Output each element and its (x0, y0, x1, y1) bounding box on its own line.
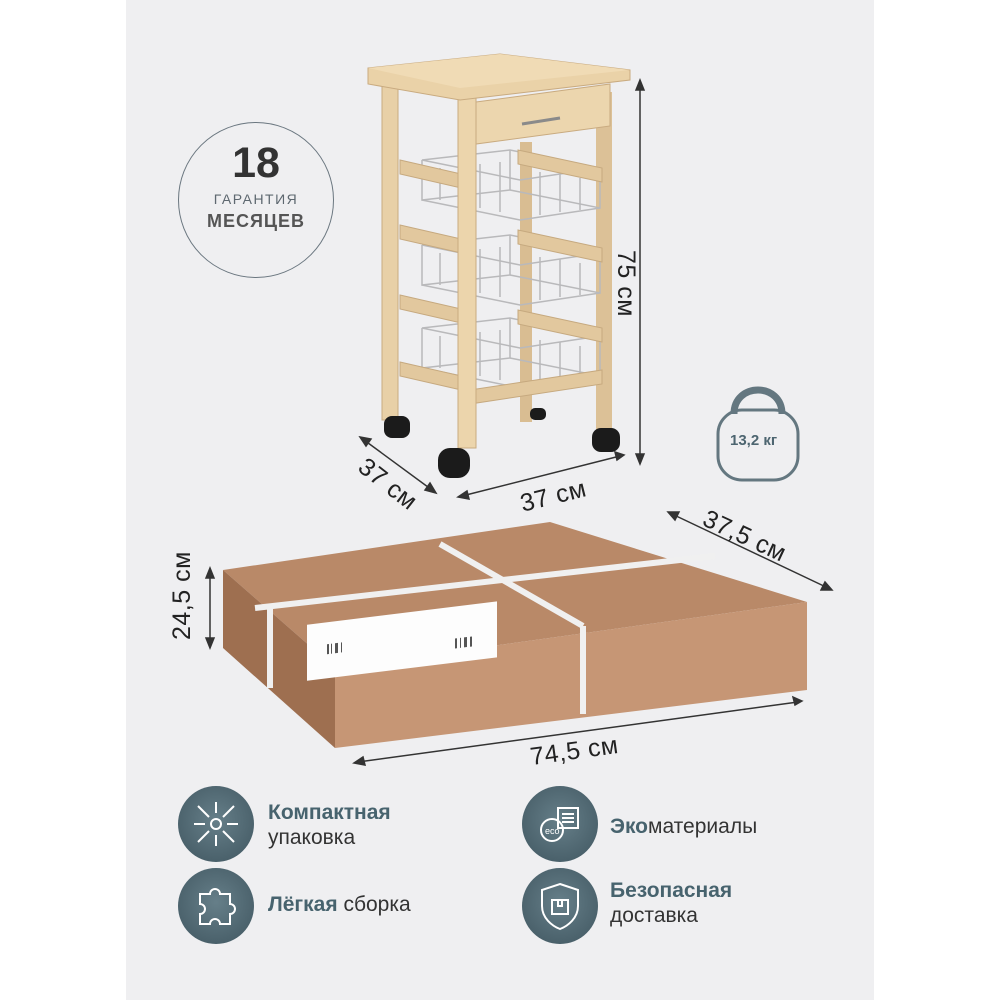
guarantee-label: ГАРАНТИЯ (213, 191, 299, 207)
package-box (223, 522, 807, 748)
svg-text:eco: eco (545, 826, 560, 836)
feature-eco-bold: Эко (610, 815, 649, 838)
shield-box-icon (522, 868, 598, 944)
compress-arrows-icon (178, 786, 254, 862)
cart-height-label: 75 см (612, 250, 640, 317)
feature-compact-bold: Компактная (268, 801, 391, 824)
puzzle-icon (178, 868, 254, 944)
eco-leaf-icon: eco (522, 786, 598, 862)
feature-eco: Экоматериалы (610, 814, 757, 839)
feature-assembly-bold: Лёгкая (268, 893, 338, 916)
guarantee-months: МЕСЯЦЕВ (206, 211, 306, 231)
feature-assembly-rest: сборка (337, 893, 411, 916)
guarantee-badge: 18 ГАРАНТИЯ МЕСЯЦЕВ (178, 122, 334, 278)
feature-compact-rest: упаковка (268, 826, 356, 849)
kitchen-cart-illustration (367, 53, 631, 478)
package-height-label: 24,5 см (168, 551, 196, 640)
feature-delivery-rest: доставка (610, 904, 698, 927)
weight-icon (716, 386, 800, 482)
feature-assembly: Лёгкая сборка (268, 892, 411, 917)
feature-eco-rest: материалы (648, 815, 758, 838)
feature-delivery: Безопасная доставка (610, 878, 732, 928)
feature-delivery-bold: Безопасная (610, 879, 733, 902)
guarantee-number: 18 (232, 139, 280, 187)
weight-label: 13,2 кг (730, 432, 778, 449)
feature-compact: Компактная упаковка (268, 800, 391, 850)
